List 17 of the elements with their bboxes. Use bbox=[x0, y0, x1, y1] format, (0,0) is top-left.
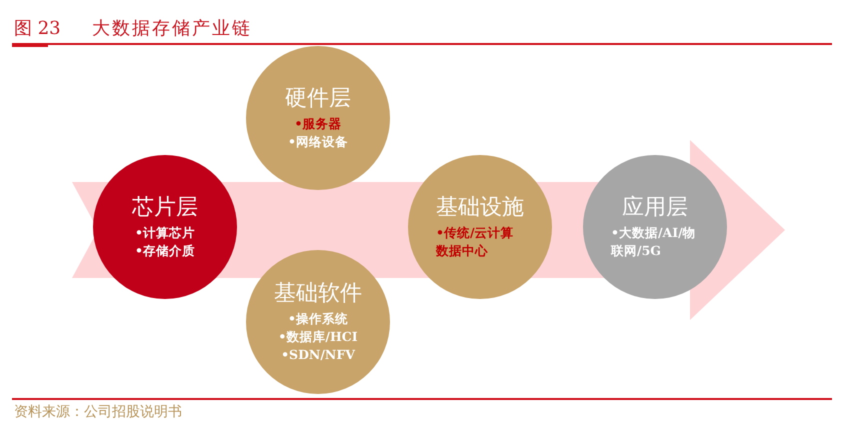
bullet-item: •存储介质 bbox=[135, 242, 195, 260]
layer-heading: 芯片层 bbox=[132, 194, 198, 222]
bullet-item: •SDN/NFV bbox=[281, 346, 355, 364]
bullet-item: •大数据/AI/物联网/5G bbox=[611, 224, 697, 260]
bullet-item: •计算芯片 bbox=[135, 224, 195, 242]
bullet-item: •数据库/HCI bbox=[278, 328, 358, 346]
bullet-item: •网络设备 bbox=[288, 133, 348, 151]
bullet-item: •操作系统 bbox=[288, 310, 348, 328]
bullet-item: •服务器 bbox=[294, 115, 342, 133]
bullet-item: •传统/云计算数据中心 bbox=[436, 224, 515, 260]
layer-heading: 应用层 bbox=[622, 194, 688, 222]
layer-heading: 基础软件 bbox=[274, 280, 362, 308]
figure-title: 大数据存储产业链 bbox=[92, 17, 252, 40]
source-note: 资料来源：公司招股说明书 bbox=[14, 403, 182, 421]
layer-heading: 硬件层 bbox=[285, 85, 351, 113]
figure-number: 图 23 bbox=[14, 17, 61, 40]
layer-heading: 基础设施 bbox=[436, 194, 524, 222]
